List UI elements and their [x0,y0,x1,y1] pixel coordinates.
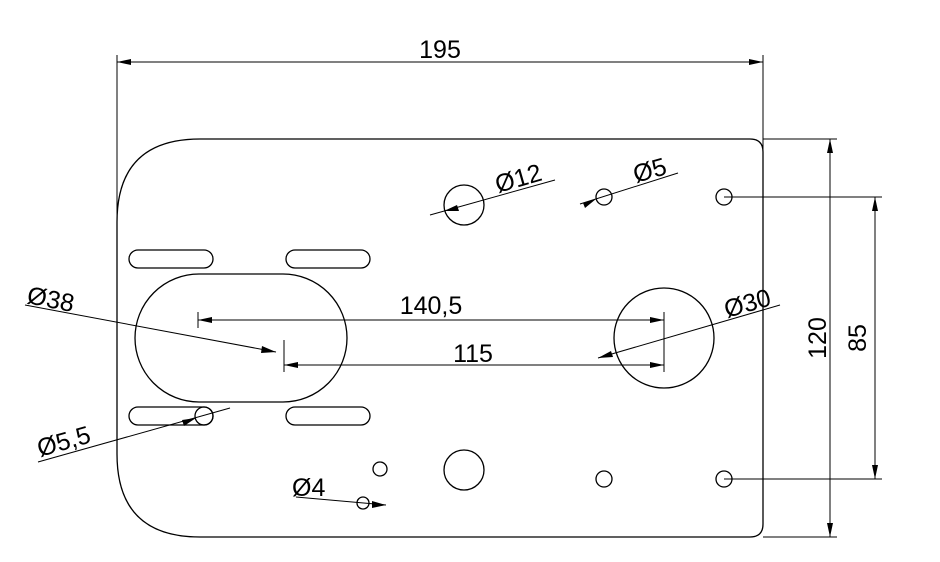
leader-dia-tiny-hole-label: Ø4 [292,474,325,502]
leader-dia-slot-hole-label: Ø5,5 [34,421,94,463]
leader-dia-large-hole-label: Ø30 [721,284,774,324]
dim-hole-spacing-vertical-label: 85 [844,324,872,352]
small-hole-bottom-mid [595,470,613,488]
leader-dia-large-slot-label: Ø38 [25,281,77,318]
leader-dia-medium-hole-label: Ø12 [492,159,545,199]
large-hole [613,287,715,389]
large-slot [134,273,348,403]
dim-hole-spacing-vertical: 85 [724,196,882,480]
slot-top-left [128,249,214,269]
dim-overall-width: 195 [116,36,764,222]
slot-bottom-right [285,406,371,426]
dim-hole-center-distance-label: 115 [453,340,493,368]
dim-overall-width-label: 195 [419,36,461,64]
dim-overall-height-label: 120 [804,317,832,359]
tiny-hole-upper [372,461,388,477]
leader-dia-tiny-hole: Ø4 [292,474,387,508]
medium-hole-top [443,184,485,226]
small-hole-top-mid [595,188,613,206]
leader-dia-small-hole-label: Ø5 [630,153,670,189]
dim-slot-center-distance: 140,5 [197,292,665,328]
dim-slot-center-distance-label: 140,5 [400,292,463,320]
dim-hole-center-distance: 115 [283,320,665,372]
dim-overall-height: 120 [763,138,837,538]
leader-dia-large-slot: Ø38 [25,281,277,353]
leader-dia-small-hole: Ø5 [579,153,679,208]
slot-end-hole [194,406,214,426]
leader-dia-slot-hole: Ø5,5 [34,407,231,463]
slot-top-right [285,249,371,269]
leader-dia-medium-hole: Ø12 [429,159,556,216]
medium-hole-bottom [443,449,485,491]
